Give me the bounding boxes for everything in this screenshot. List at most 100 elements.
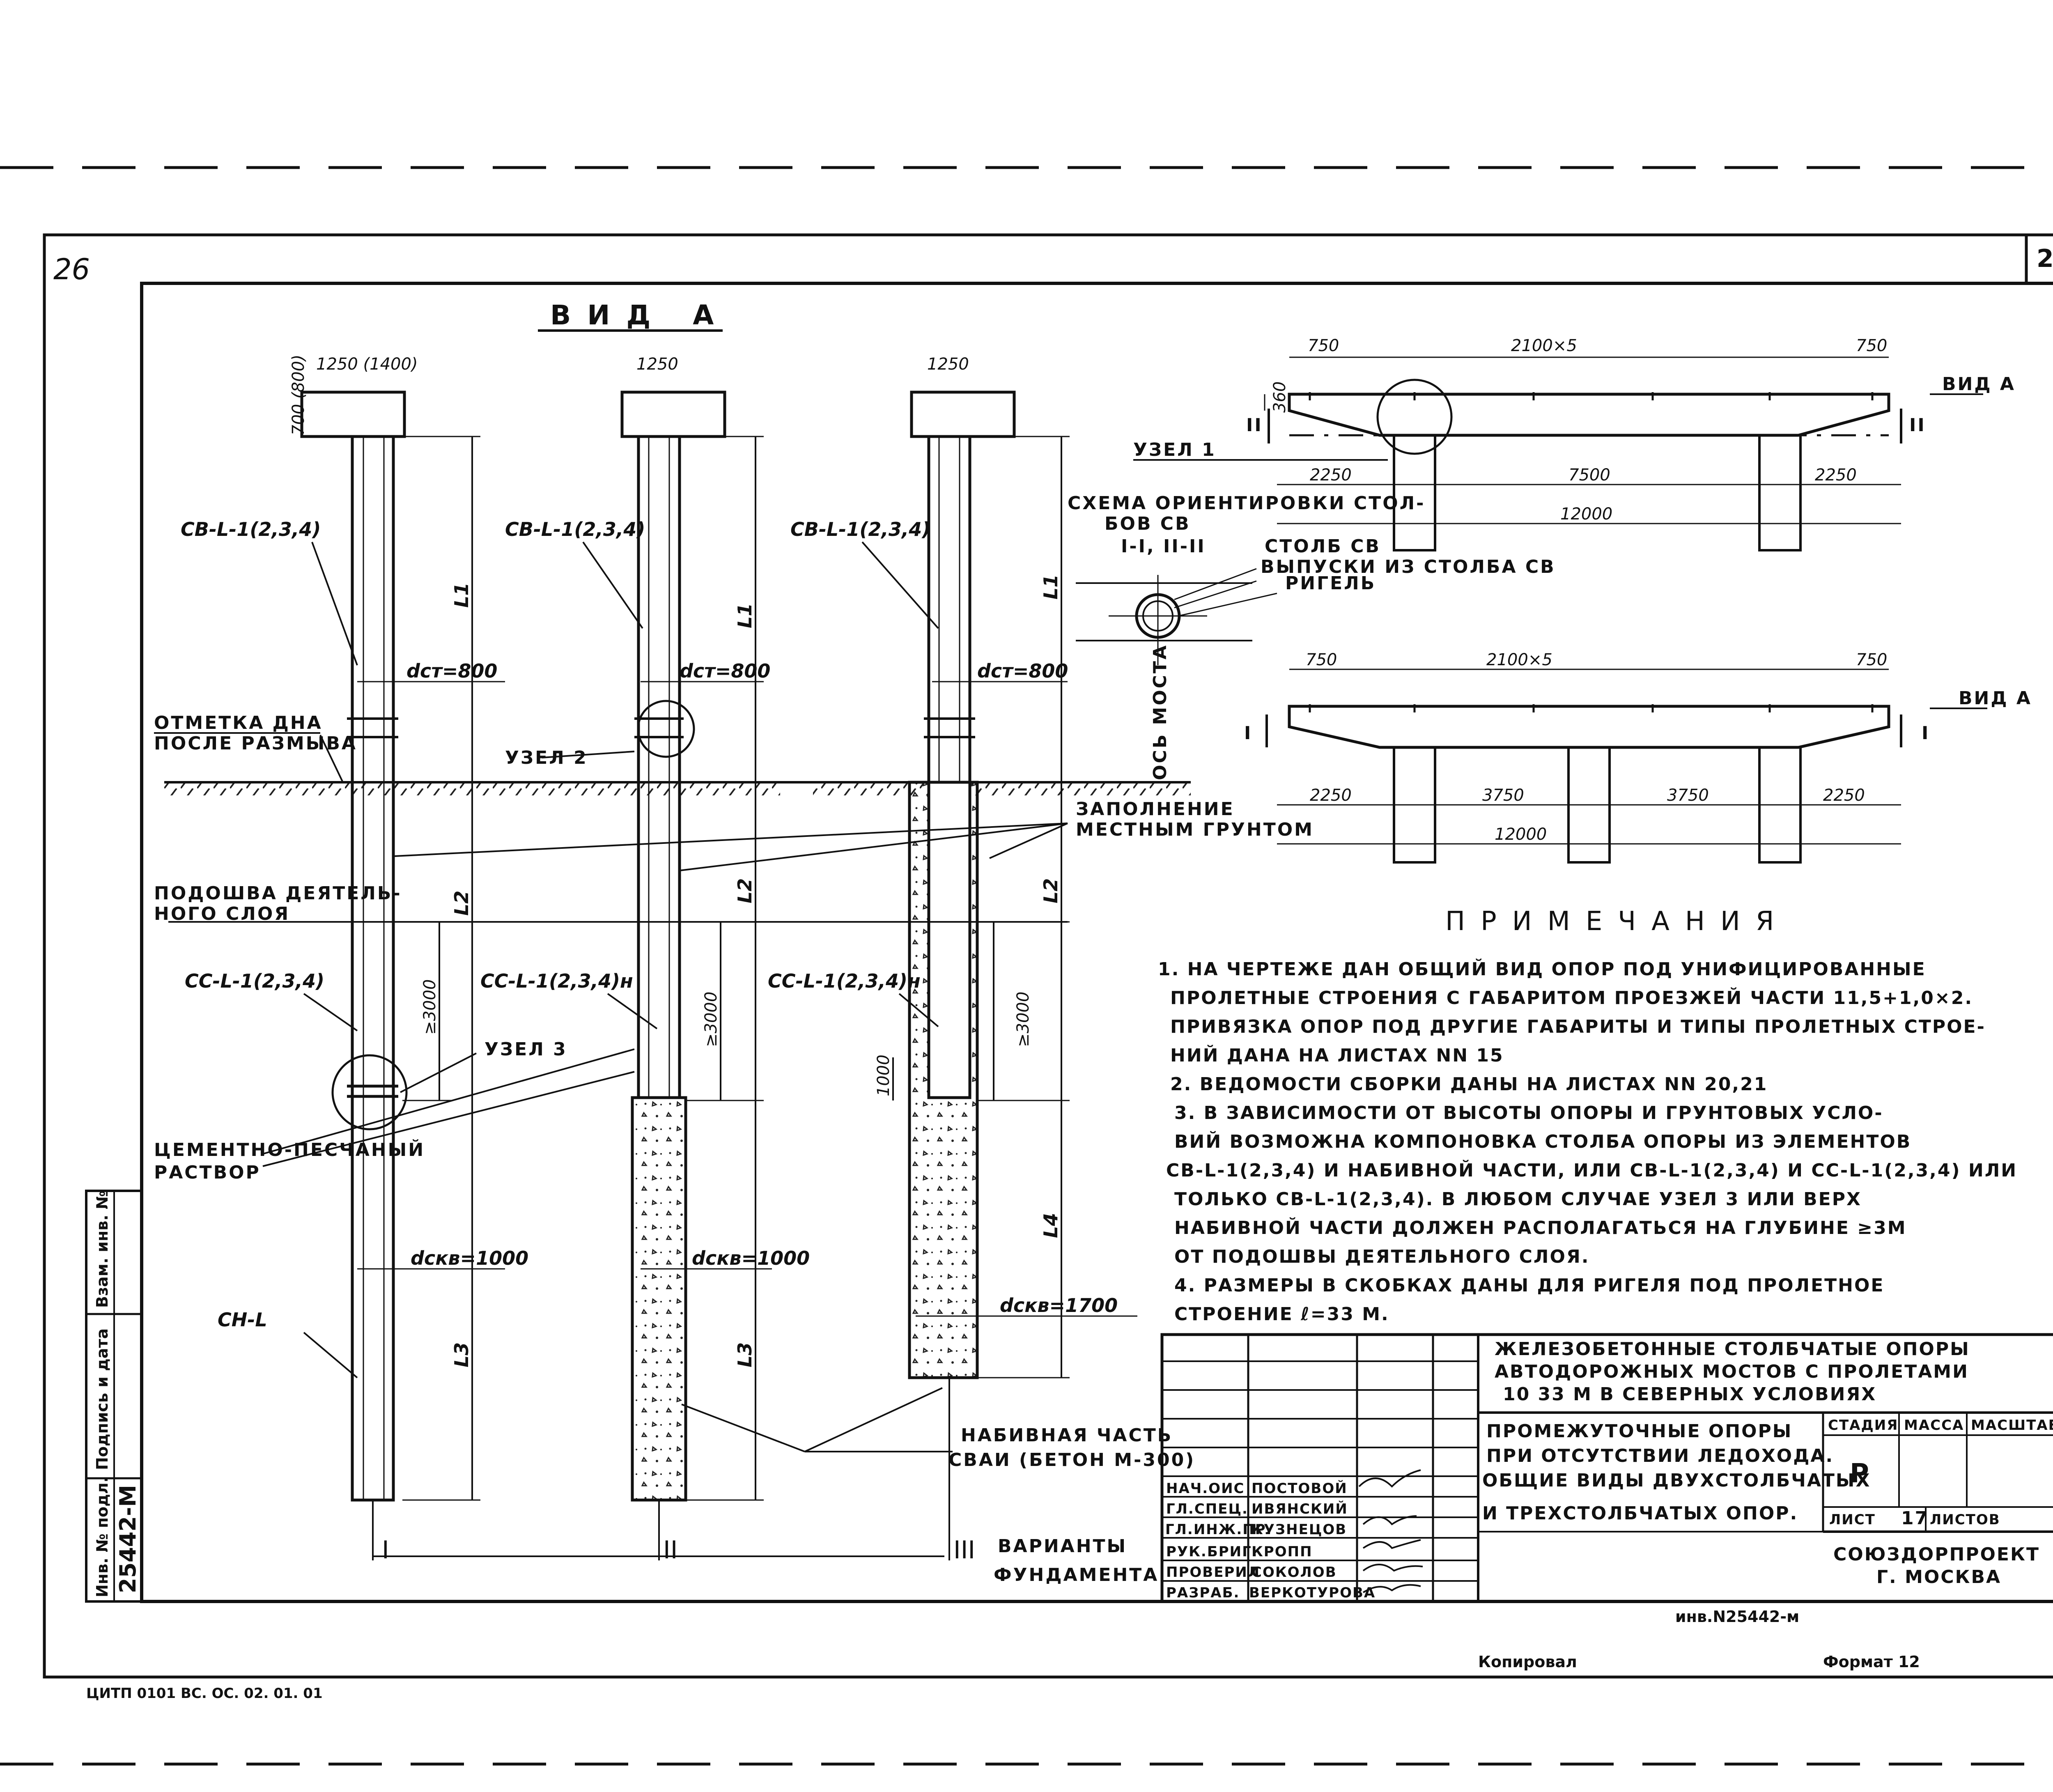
orient-title-3: I-I, II-II [1121, 536, 1206, 557]
project-title-3: 10 33 М В СЕВЕРНЫХ УСЛОВИЯХ [1503, 1384, 1876, 1405]
column-I-d-st: dст=800 [406, 660, 497, 682]
column-III-lower-element: СС-L-1(2,3,4)н [768, 970, 921, 992]
sheet-header: ЛИСТ [1829, 1512, 1876, 1528]
node-2-label: УЗЕЛ 2 [505, 747, 588, 768]
column-III-L2: L2 [1040, 878, 1062, 903]
note-line-13: СТРОЕНИЕ ℓ=33 М. [1174, 1304, 1389, 1325]
column-III-d1000: 1000 [874, 1055, 893, 1096]
active-layer-2: НОГО СЛОЯ [154, 903, 290, 924]
plan-bottom-2250b: 2250 [1823, 786, 1865, 805]
bridge-axis-label: ОСЬ МОСТА [1150, 644, 1171, 780]
column-I-lower-element: СС-L-1(2,3,4) [185, 970, 324, 992]
column-III-min3000: ≥3000 [1014, 992, 1033, 1047]
column-I [300, 391, 505, 1560]
plan-bottom-2250a: 2250 [1310, 786, 1352, 805]
node-1-label: УЗЕЛ 1 [1133, 439, 1216, 460]
note-line-10: НАБИВНОЙ ЧАСТИ ДОЛЖЕН РАСПОЛАГАТЬСЯ НА Г… [1174, 1217, 1906, 1238]
inv-bottom: инв.N25442-м [1675, 1608, 1799, 1626]
column-I-L3: L3 [450, 1342, 473, 1367]
plan-top [1264, 356, 1983, 551]
role-5: ПРОВЕРИЛ [1166, 1564, 1260, 1581]
column-I-cap-width: 1250 (1400) [316, 355, 418, 374]
role-6: РАЗРАБ. [1166, 1585, 1240, 1601]
column-II-upper-element: СВ-L-1(2,3,4) [505, 518, 645, 540]
column-I-d-skv: dскв=1000 [411, 1247, 528, 1269]
print-code: ЦИТП 0101 ВС. ОС. 02. 01. 01 [86, 1685, 323, 1702]
plan-bottom-mid: 2100×5 [1486, 650, 1552, 669]
plan-bottom-3750a: 3750 [1482, 786, 1524, 805]
plan-top-mid: 2100×5 [1511, 336, 1577, 355]
org-name-2: Г. МОСКВА [1876, 1567, 2001, 1588]
column-II-label: II [663, 1536, 677, 1565]
sheet-title-2: ПРИ ОТСУТСТВИИ ЛЕДОХОДА. [1486, 1445, 1834, 1466]
org-name-1: СОЮЗДОРПРОЕКТ [1833, 1544, 2040, 1565]
plan-top-750a: 750 [1308, 336, 1339, 355]
column-I-cap [300, 391, 406, 438]
column-I-label: I [382, 1536, 389, 1565]
orient-title-1: СХЕМА ОРИЕНТИРОВКИ СТОЛ- [1068, 493, 1425, 514]
mortar-label-1: ЦЕМЕНТНО-ПЕСЧАНЫЙ [154, 1139, 425, 1160]
plan-top-360: 360 [1270, 381, 1289, 413]
variants-2: ФУНДАМЕНТА [994, 1565, 1159, 1585]
column-I-bottom-element: СН-L [218, 1309, 267, 1331]
stamp-inv-replace: Взам. инв. № [93, 1190, 111, 1308]
note-line-5: 2. ВЕДОМОСТИ СБОРКИ ДАНЫ НА ЛИСТАХ NN 20… [1170, 1074, 1768, 1095]
plan-bottom-750b: 750 [1856, 650, 1887, 669]
sheet-title-3: ОБЩИЕ ВИДЫ ДВУХСТОЛБЧАТЫХ [1482, 1470, 1871, 1491]
plan-top-2250b: 2250 [1815, 466, 1857, 485]
stage-header: СТАДИЯ [1828, 1417, 1898, 1434]
plan-bottom-3750b: 3750 [1667, 786, 1709, 805]
node-1-circle [1376, 379, 1453, 455]
plan-bottom-section-right: I [1922, 723, 1930, 744]
sheet-number-box [2025, 233, 2053, 285]
sheet-no: 17 [1901, 1508, 1929, 1529]
plan-top-view: ВИД А [1942, 374, 2016, 395]
column-III [892, 391, 1137, 1560]
column-II-cap [620, 391, 726, 438]
active-layer-1: ПОДОШВА ДЕЯТЕЛЬ- [154, 883, 402, 904]
cast-part-2: СВАИ (БЕТОН М-300) [948, 1450, 1195, 1470]
column-III-L1: L1 [1040, 574, 1062, 600]
column-II-d-st: dст=800 [680, 660, 770, 682]
note-line-1: 1. НА ЧЕРТЕЖЕ ДАН ОБЩИЙ ВИД ОПОР ПОД УНИ… [1158, 958, 1926, 980]
inner-frame [140, 282, 2053, 1603]
column-III-d-skv: dскв=1700 [1000, 1294, 1118, 1316]
mass-header: МАССА [1904, 1417, 1964, 1434]
plan-top-2250a: 2250 [1310, 466, 1352, 485]
role-2: ГЛ.СПЕЦ. [1166, 1501, 1248, 1517]
column-III-d-st: dст=800 [977, 660, 1068, 682]
notes: ПРИМЕЧАНИЯ 1. НА ЧЕРТЕЖЕ ДАН ОБЩИЙ ВИД О… [1158, 906, 2016, 1325]
note-line-11: ОТ ПОДОШВЫ ДЕЯТЕЛЬНОГО СЛОЯ. [1174, 1246, 1589, 1267]
column-II-L2: L2 [734, 878, 756, 903]
cast-part-1: НАБИВНАЯ ЧАСТЬ [961, 1425, 1173, 1446]
plan-top-section-right: II [1909, 415, 1926, 436]
sheets-header: ЛИСТОВ [1930, 1512, 2000, 1528]
role-4: РУК.БРИГ. [1166, 1544, 1258, 1560]
stamp-inv-orig: Инв. № подл. [93, 1477, 111, 1597]
stamp-inv-value: 25442-М [115, 1485, 141, 1593]
column-II [620, 391, 772, 1560]
column-III-label: III [953, 1536, 975, 1565]
trim-lines [0, 166, 2053, 1766]
name-4: КРОПП [1252, 1544, 1313, 1560]
format-label: Формат 12 [1823, 1653, 1920, 1671]
column-I-cap-height: 700 (800) [289, 354, 308, 435]
node-3-label: УЗЕЛ 3 [485, 1039, 567, 1060]
node-3-circle [331, 1054, 408, 1130]
stamp-sign-date: Подпись и дата [93, 1328, 111, 1470]
outlets-label: ВЫПУСКИ ИЗ СТОЛБА СВ [1261, 556, 1556, 577]
plan-top-750b: 750 [1856, 336, 1887, 355]
column-II-min3000: ≥3000 [702, 992, 721, 1047]
ground-surface [164, 781, 1191, 795]
scale-header: МАСШТАБ [1971, 1417, 2053, 1434]
role-1: НАЧ.ОИС [1166, 1480, 1245, 1497]
plan-bottom-view: ВИД А [1959, 688, 2032, 709]
column-I-min3000: ≥3000 [420, 979, 439, 1035]
side-stamp [85, 1190, 143, 1603]
name-5: СОКОЛОВ [1252, 1564, 1337, 1581]
fill-label-2: МЕСТНЫМ ГРУНТОМ [1076, 819, 1314, 840]
plan-bottom-12000: 12000 [1495, 825, 1547, 844]
note-line-6: 3. В ЗАВИСИМОСТИ ОТ ВЫСОТЫ ОПОРЫ И ГРУНТ… [1174, 1103, 1883, 1123]
sheet-title-4: И ТРЕХСТОЛБЧАТЫХ ОПОР. [1482, 1503, 1798, 1524]
